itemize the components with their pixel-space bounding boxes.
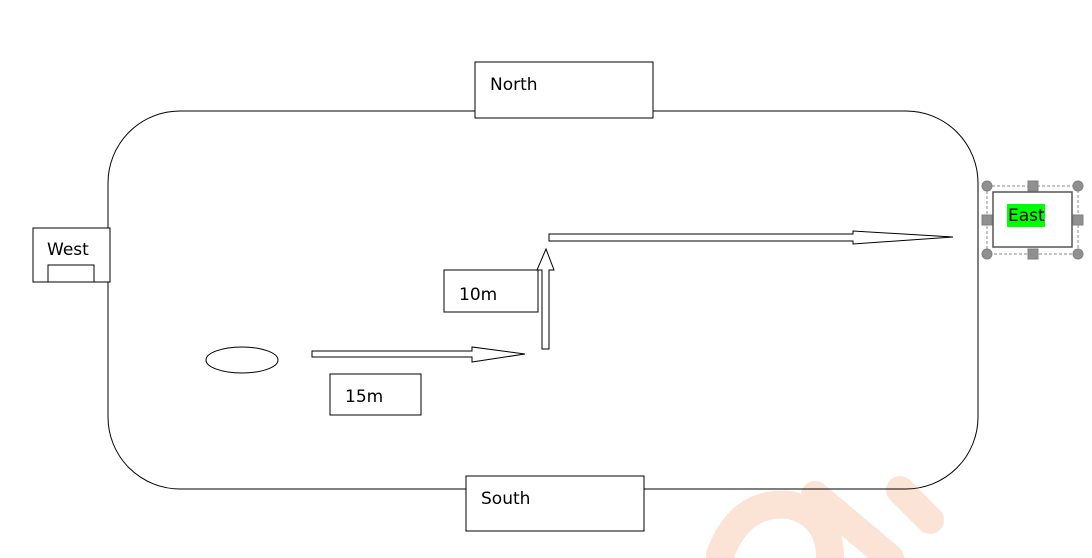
distance-label-10m: 10m: [459, 285, 497, 305]
north-label: North: [490, 75, 538, 95]
west-box[interactable]: West: [32, 227, 111, 283]
south-label: South: [481, 489, 530, 509]
selection-handles[interactable]: [981, 180, 1084, 260]
distance-box-15m[interactable]: 15m: [329, 373, 422, 416]
east-label: East: [1008, 206, 1045, 226]
arrow-east-long: [548, 230, 954, 245]
west-label: West: [47, 240, 89, 260]
start-point-ellipse: [205, 346, 279, 374]
north-box[interactable]: North: [474, 61, 654, 119]
arrow-east-15m: [311, 346, 526, 363]
arrow-north-10m: [536, 247, 555, 350]
south-box[interactable]: South: [465, 475, 645, 532]
distance-box-10m[interactable]: 10m: [443, 269, 539, 313]
watermark: [706, 476, 944, 558]
distance-label-15m: 15m: [345, 387, 383, 407]
east-highlight: [1007, 204, 1045, 227]
west-inner-box: [47, 264, 95, 282]
east-box[interactable]: East: [981, 180, 1084, 260]
